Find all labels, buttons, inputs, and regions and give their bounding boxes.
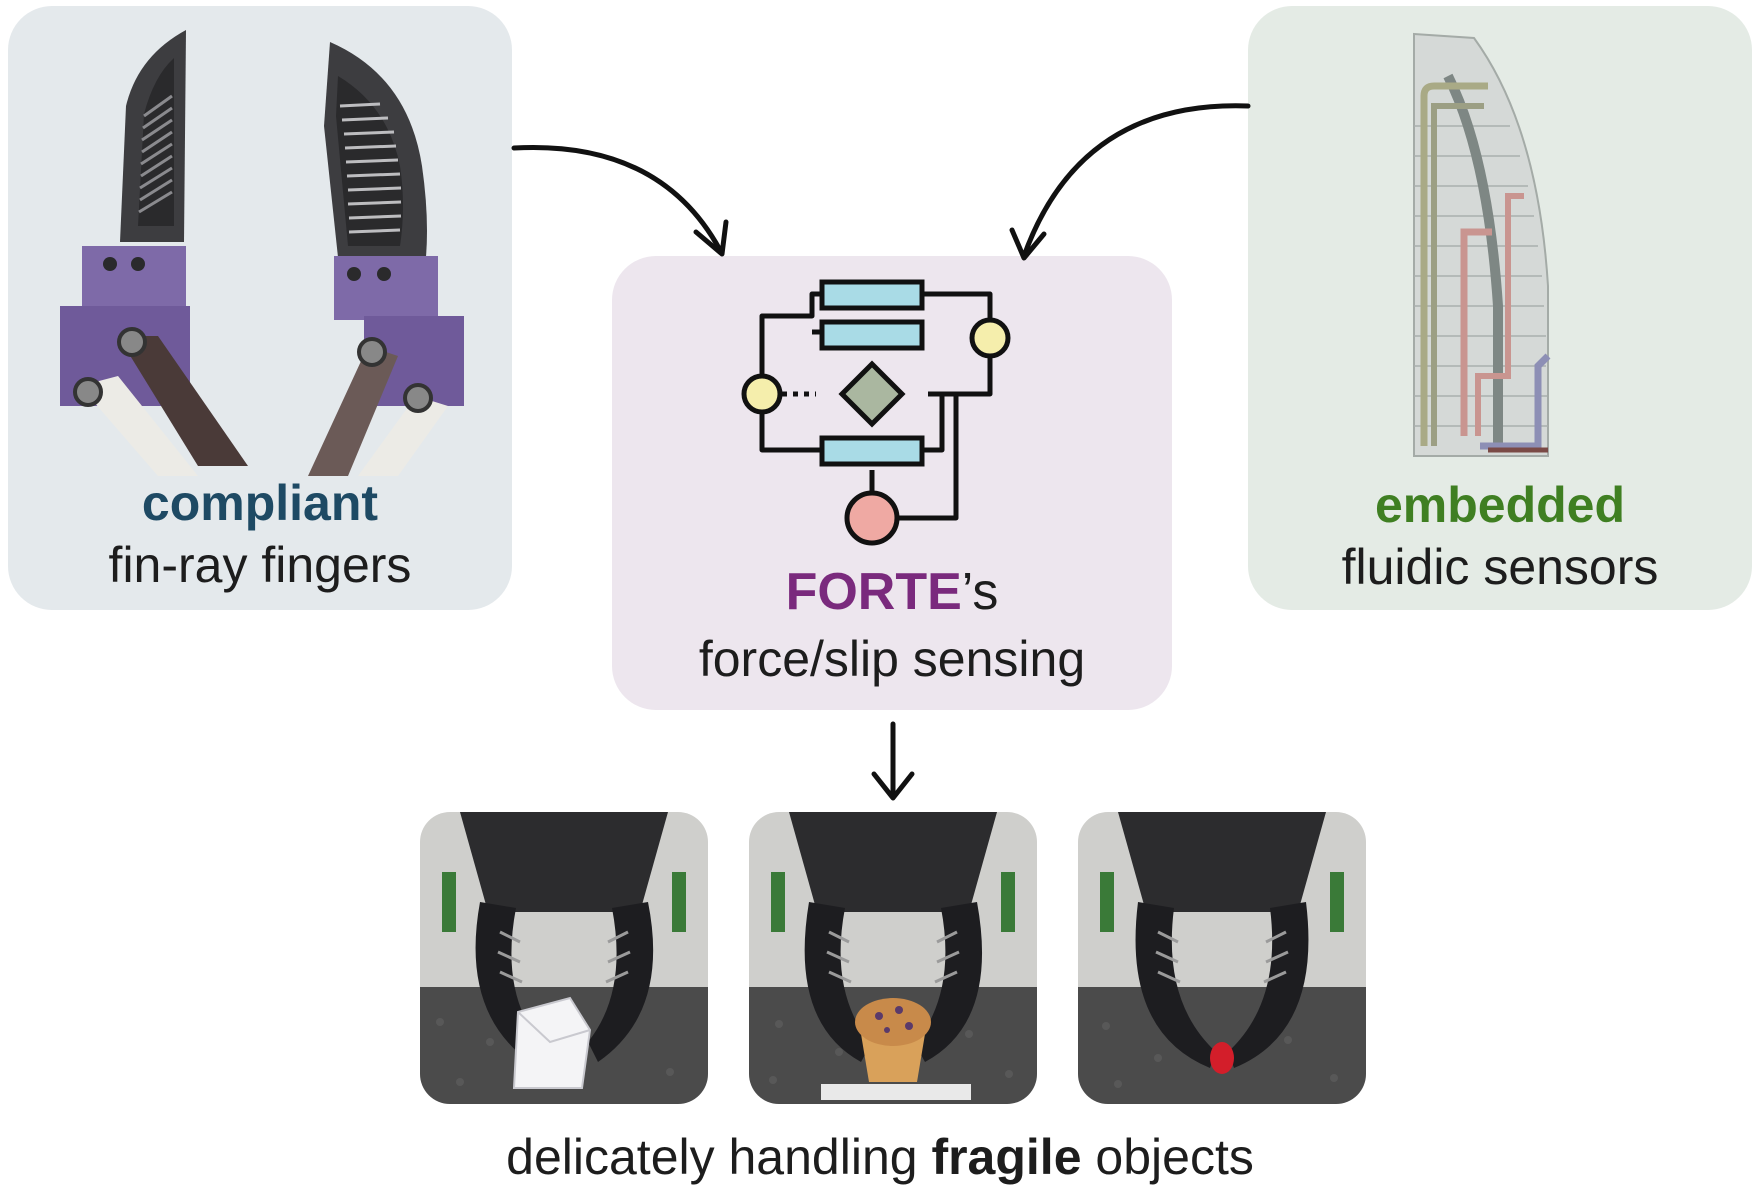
embedded-label: embedded [1374, 477, 1626, 533]
fin-ray-fingers-label: fin-ray fingers [108, 537, 412, 593]
photo-muffin-grasp [749, 812, 1037, 1104]
force-slip-sensing-label: force/slip sensing [698, 631, 1086, 687]
arrow-left-to-center [511, 144, 723, 253]
fluidic-sensors-label: fluidic sensors [1341, 539, 1659, 595]
caption-bold: fragile [931, 1129, 1082, 1185]
arrow-right-to-center [1021, 103, 1251, 259]
arrow-right-head [1009, 227, 1047, 261]
forte-title: FORTE’s [612, 562, 1172, 622]
arrow-left-head [693, 219, 729, 257]
compliant-label: compliant [141, 475, 379, 531]
panel-forte-sensing: FORTE’s force/slip sensing [612, 256, 1172, 710]
flowchart-icon [741, 279, 1011, 546]
forte-suffix: ’s [961, 563, 999, 621]
bottom-caption: delicately handling fragile objects [0, 1128, 1760, 1186]
forte-name: FORTE [785, 563, 962, 621]
panel-fluidic-sensors: embedded fluidic sensors [1248, 6, 1752, 610]
arrow-down-head [871, 771, 915, 801]
caption-after: objects [1081, 1129, 1254, 1185]
panel-compliant-fingers: compliant fin-ray fingers [8, 6, 512, 610]
photo-paper-box-grasp [420, 812, 708, 1104]
right-finger [308, 42, 464, 476]
photo-raspberry-grasp [1078, 812, 1366, 1104]
left-finger [60, 30, 248, 476]
fin-ray-gripper-illustration [60, 30, 464, 476]
fluidic-sensor-illustration [1413, 32, 1551, 457]
caption-before: delicately handling [506, 1129, 932, 1185]
